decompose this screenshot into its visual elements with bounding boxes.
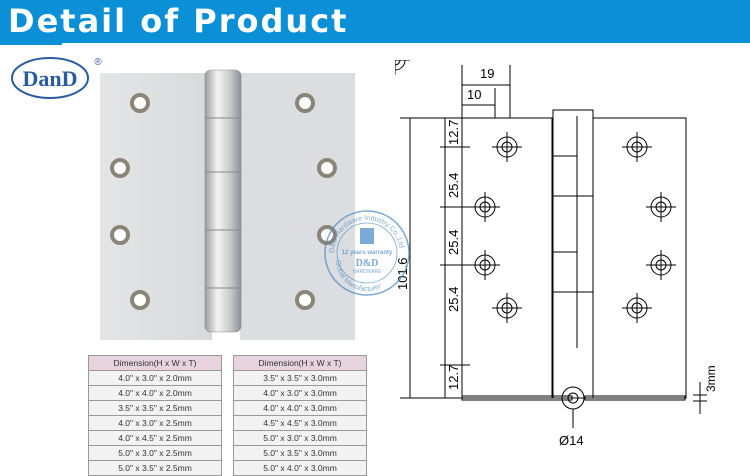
table-header: Dimension(H x W x T) [88, 355, 222, 371]
watermark-stamp: D&D Hardware Industry Co.,Ltd Global Man… [324, 210, 410, 296]
dim-12-7-bottom: 12.7 [446, 365, 461, 390]
svg-text:DanD: DanD [22, 66, 77, 91]
table-row: 3.5" x 3.5" x 2.5mm [88, 400, 222, 416]
table-row: 5.0" x 3.5" x 2.5mm [88, 460, 222, 476]
dimension-table-left: Dimension(H x W x T) 4.0" x 3.0" x 2.0mm… [88, 355, 222, 476]
dim-101-6: 101.6 [395, 257, 410, 290]
table-row: 4.0" x 3.0" x 3.0mm [233, 385, 367, 401]
table-header: Dimension(H x W x T) [233, 355, 367, 371]
table-row: 5.0" x 3.5" x 3.0mm [233, 445, 367, 461]
dim-25-4-a: 25.4 [446, 173, 461, 198]
table-row: 4.0" x 4.5" x 2.5mm [88, 430, 222, 446]
svg-text:®: ® [94, 57, 102, 68]
dim-25-4-c: 25.4 [446, 287, 461, 312]
dim-thickness: 3mm [704, 365, 718, 392]
dim-knuckle: Ø14 [559, 433, 584, 448]
header-underline [0, 43, 62, 45]
table-row: 3.5" x 3.5" x 3.0mm [233, 370, 367, 386]
dim-10: 10 [467, 87, 481, 102]
table-row: 5.0" x 3.0" x 2.5mm [88, 445, 222, 461]
table-row: 4.0" x 3.0" x 2.5mm [88, 415, 222, 431]
page-title: Detail of Product [8, 2, 349, 40]
hinge-photo [100, 69, 355, 340]
dand-logo: DanD ® [11, 57, 102, 99]
dim-25-4-b: 25.4 [446, 230, 461, 255]
table-row: 4.0" x 4.0" x 3.0mm [233, 400, 367, 416]
dimension-table-right: Dimension(H x W x T) 3.5" x 3.5" x 3.0mm… [233, 355, 367, 476]
technical-drawing: 19 10 101.6 12.7 25.4 25.4 25.4 12.7 Ø14… [395, 60, 718, 448]
dim-12-7-top: 12.7 [446, 120, 461, 145]
svg-text:D&D: D&D [356, 258, 379, 269]
table-row: 4.5" x 4.5" x 3.0mm [233, 415, 367, 431]
table-row: 4.0" x 4.0" x 2.0mm [88, 385, 222, 401]
table-row: 4.0" x 3.0" x 2.0mm [88, 370, 222, 386]
svg-text:12 years warranty: 12 years warranty [342, 250, 393, 256]
header-banner [0, 0, 750, 43]
table-row: 5.0" x 4.0" x 3.0mm [233, 460, 367, 476]
dim-19: 19 [480, 66, 494, 81]
svg-text:HARDWARE: HARDWARE [353, 269, 383, 275]
table-row: 5.0" x 3.0" x 3.0mm [233, 430, 367, 446]
